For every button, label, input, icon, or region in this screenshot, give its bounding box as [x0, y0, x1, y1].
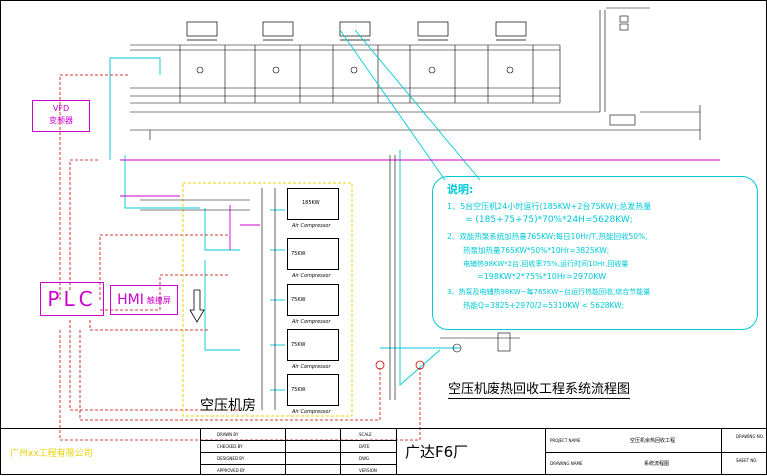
compressor-rating: 75KW [291, 297, 306, 303]
drawing-name: 系统流程图 [644, 461, 670, 467]
drawing-numbers: DRAWING NO. SHEET NO. [720, 429, 767, 475]
notes-line: 3、热泵及电辅热98KW~每765KW~台运行热能回收,综合节能量 [447, 288, 651, 296]
heat-pump-unit [339, 21, 371, 37]
vfd-box: VFD 变频器 [32, 100, 90, 132]
notes-line: = (185+75+75)*70%*24H=5628KW; [465, 215, 633, 225]
compressor-label: Air Compressor [292, 273, 331, 279]
heat-pump-units [186, 21, 527, 41]
project-name-label: PROJECT NAME [550, 438, 581, 443]
checked-by-label: CHECKED BY [201, 441, 286, 453]
designed-by-label: DESIGNED BY [201, 453, 286, 465]
compressor-unit: 75KW [287, 284, 339, 316]
compressor-unit: 75KW [287, 329, 339, 361]
version-label: VERSION [359, 468, 377, 473]
room-label: 空压机房 [200, 398, 256, 414]
notes-callout: 说明: 1、5台空压机24小时运行(185KW+2台75KW);总发热量 = (… [432, 176, 758, 330]
plc-label: PLC [47, 287, 97, 311]
compressor-unit: 75KW [287, 374, 339, 406]
compressor-label: Air Compressor [292, 364, 331, 370]
heat-pump-unit [262, 21, 294, 37]
signoff-column: DRAWN BY CHECKED BY DESIGNED BY APPROVED… [200, 429, 286, 475]
compressor-rating: 75KW [291, 387, 306, 393]
notes-line: 1、5台空压机24小时运行(185KW+2台75KW);总发热量 [447, 202, 652, 211]
room-piping [140, 155, 520, 410]
compressor-rating: 185KW [302, 200, 320, 206]
title-block: 广州xx工程有限公司 DRAWN BY CHECKED BY DESIGNED … [0, 428, 767, 475]
compressor-room-boundary [182, 182, 353, 417]
cyan-water-lines [109, 29, 481, 391]
meta-column: SCALE DATE DWG VERSION [340, 429, 397, 475]
flow-arrow-icon [189, 289, 205, 323]
sensor-icon [415, 360, 425, 370]
compressor-rating: 75KW [291, 251, 306, 257]
scale-label: SCALE [341, 429, 396, 441]
compressor-unit: 75KW [287, 238, 339, 270]
factory-name: 广达F6厂 [405, 443, 469, 461]
compressor-label: Air Compressor [292, 409, 331, 415]
signoff-values [285, 429, 341, 475]
magenta-lines [120, 159, 720, 250]
vfd-sublabel: 变频器 [49, 116, 73, 125]
heat-pump-unit [186, 21, 218, 37]
notes-title: 说明: [447, 183, 474, 196]
date-label: DATE [341, 441, 396, 453]
notes-line: =198KW*2*75%*10Hr=2970KW [477, 272, 607, 281]
hmi-sublabel: 触摸屏 [146, 295, 171, 305]
notes-line: 热能Q=3825+2970/2=5310KW < 5628KW; [463, 301, 625, 310]
notes-line: 电辅热98KW*2台,回收率75%,运行时间10Hr,回收量 [463, 260, 629, 268]
compressor-label: Air Compressor [292, 319, 331, 325]
compressor-rating: 75KW [291, 342, 306, 348]
dwg-label: DWG [341, 453, 396, 465]
compressor-unit: 185KW [287, 188, 339, 220]
project-info: PROJECT NAME 空压机余热回收工程 DRAWING NAME 系统流程… [545, 429, 722, 475]
hmi-box: HMI 触摸屏 [110, 285, 178, 315]
compressor-label: Air Compressor [292, 223, 331, 229]
drawn-by-label: DRAWN BY [201, 429, 286, 441]
notes-line: 2、双能热泵系统加热量765KW;每日10Hr/T,热能回收50%, [447, 232, 648, 241]
heat-pump-unit [417, 21, 449, 37]
drawing-no-label: DRAWING NO. [720, 429, 767, 453]
heat-pump-unit [495, 21, 527, 37]
sheet-no-label: SHEET NO. [736, 458, 758, 463]
plc-box: PLC [40, 282, 104, 316]
project-name: 空压机余热回收工程 [630, 438, 676, 444]
header-pipes [130, 7, 701, 140]
vfd-label: VFD [52, 104, 70, 113]
drawing-name-label: DRAWING NAME [550, 461, 583, 466]
company-name: 广州xx工程有限公司 [10, 449, 93, 459]
sensor-icon [375, 360, 385, 370]
hmi-label: HMI [117, 292, 144, 308]
notes-line: 热泵加热量765KW*50%*10Hr=3825KW; [463, 246, 610, 255]
approved-by-label: APPROVED BY [217, 468, 246, 473]
diagram-title: 空压机废热回收工程系统流程图 [448, 378, 631, 399]
